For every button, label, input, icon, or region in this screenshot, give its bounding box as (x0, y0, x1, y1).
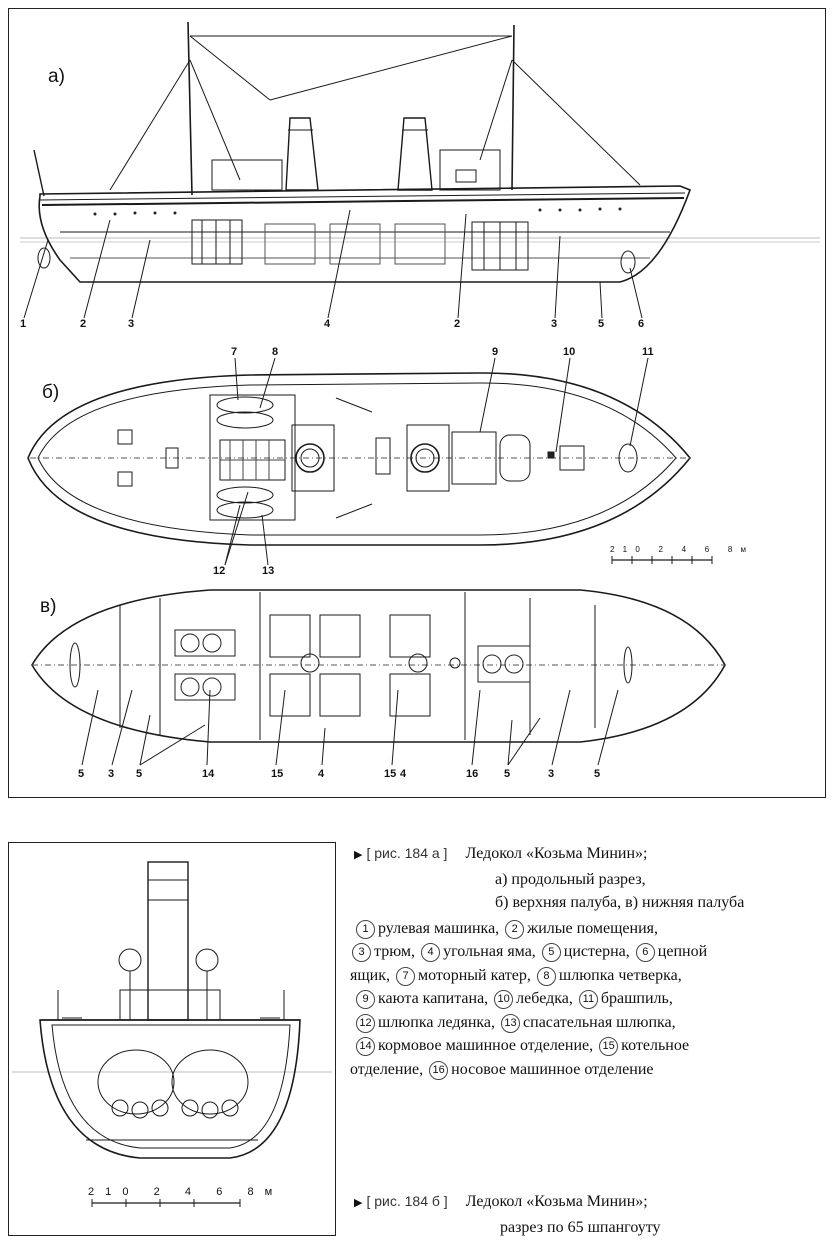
callout-number: 15 (271, 768, 284, 780)
callout-number: 2 (454, 318, 461, 330)
legend-number: 3 (352, 943, 371, 962)
legend-text: спасательная шлюпка, (523, 1013, 676, 1031)
legend-text: котельное (621, 1037, 690, 1054)
legend-number: 13 (501, 1013, 521, 1033)
caption-title: Ледокол «Козьма Минин»; (465, 1193, 648, 1210)
caption-184a: ▶[ рис. 184 а ] Ледокол «Козьма Минин»; … (350, 842, 838, 1082)
cross-section-view (12, 861, 332, 1207)
drawing-frame-section (8, 842, 336, 1236)
section-label-b: б) (42, 382, 60, 403)
callout-number: 2 (80, 318, 87, 330)
callout-number: 5 (594, 768, 601, 780)
callout-number: 3 (128, 318, 135, 330)
callout-number: 16 (466, 768, 479, 780)
callout-number: 6 (638, 318, 645, 330)
callout-number: 5 (504, 768, 511, 780)
triangle-bullet-icon: ▶ (354, 1197, 363, 1209)
callout-number: 8 (272, 346, 279, 358)
caption-line: разрез по 65 шпангоуту (500, 1218, 661, 1236)
legend-number: 16 (429, 1060, 449, 1080)
callout-number: 15 (384, 768, 397, 780)
triangle-bullet-icon: ▶ (354, 849, 363, 861)
legend-text: брашпиль, (600, 990, 673, 1007)
legend-number: 5 (541, 943, 561, 962)
caption-line: б) верхняя палуба, в) нижняя палуба (495, 894, 745, 911)
callout-number: 7 (231, 346, 238, 358)
callout-number: 1 (20, 318, 27, 330)
legend-text: шлюпка четверка, (558, 966, 682, 984)
legend-text: трюм, (374, 943, 416, 960)
callout-number: 11 (642, 346, 654, 358)
legend-number: 11 (578, 990, 598, 1009)
caption-184b: ▶[ рис. 184 б ] Ледокол «Козьма Минин»; … (354, 1190, 834, 1239)
legend-number: 2 (505, 919, 525, 939)
callout-number: 4 (318, 768, 325, 780)
upper-deck-view (27, 357, 713, 566)
legend-text: лебедка, (516, 990, 573, 1007)
legend-number: 15 (599, 1037, 619, 1056)
callout-number: 5 (598, 318, 605, 330)
profile-view (20, 21, 820, 319)
callout-number: 4 (400, 768, 407, 780)
callout-number: 4 (324, 318, 331, 330)
callout-number: 9 (492, 346, 499, 358)
legend-number: 12 (356, 1013, 375, 1033)
legend-text: ящик, (350, 966, 391, 984)
legend-text: отделение, (350, 1060, 424, 1078)
lower-deck-view (31, 589, 726, 766)
legend-text: кормовое машинное отделение, (378, 1037, 594, 1054)
callout-number: 13 (262, 565, 275, 577)
legend-number: 6 (635, 943, 655, 962)
legend-number: 4 (421, 943, 441, 962)
callout-number: 5 (136, 768, 143, 780)
section-label-a: а) (48, 66, 65, 87)
legend-text: угольная яма, (443, 943, 536, 960)
callout-number: 5 (78, 768, 85, 780)
legend-number: 7 (396, 966, 416, 986)
legend-text: цепной (657, 943, 708, 960)
caption-title: Ледокол «Козьма Минин»; (465, 845, 648, 862)
figure-tag: [ рис. 184 а ] (366, 845, 448, 861)
legend-text: каюта капитана, (378, 990, 489, 1007)
legend-number: 1 (356, 919, 375, 939)
caption-184b-header: ▶[ рис. 184 б ] Ледокол «Козьма Минин»; (354, 1190, 834, 1216)
callout-number: 3 (548, 768, 555, 780)
figure-tag: [ рис. 184 б ] (366, 1193, 448, 1209)
callout-number: 10 (563, 346, 576, 358)
legend-text: моторный катер, (418, 966, 531, 984)
caption-184a-header: ▶[ рис. 184 а ] Ледокол «Козьма Минин»; (354, 842, 838, 868)
legend-number: 8 (536, 966, 556, 986)
legend-text: жилые помещения, (527, 919, 659, 937)
legend-text: шлюпка ледянка, (378, 1013, 496, 1031)
drawing-frame-top (8, 8, 826, 798)
scale-label-section: 2 1 0 2 4 6 8 м (88, 1186, 277, 1198)
callout-number: 12 (213, 565, 226, 577)
legend-text: рулевая машинка, (378, 919, 500, 937)
legend-number: 9 (356, 990, 375, 1009)
callout-number: 3 (551, 318, 558, 330)
callout-number: 14 (202, 768, 215, 780)
legend-number: 10 (494, 990, 514, 1009)
section-label-c: в) (40, 596, 57, 617)
scale-label-top: 2 1 0 2 4 6 8 м (610, 545, 749, 554)
legend-text: цистерна, (563, 943, 630, 960)
caption-line: а) продольный разрез, (495, 870, 646, 888)
legend-text: носовое машинное отделение (451, 1060, 654, 1078)
callout-number: 3 (108, 768, 115, 780)
legend-number: 14 (356, 1037, 375, 1056)
